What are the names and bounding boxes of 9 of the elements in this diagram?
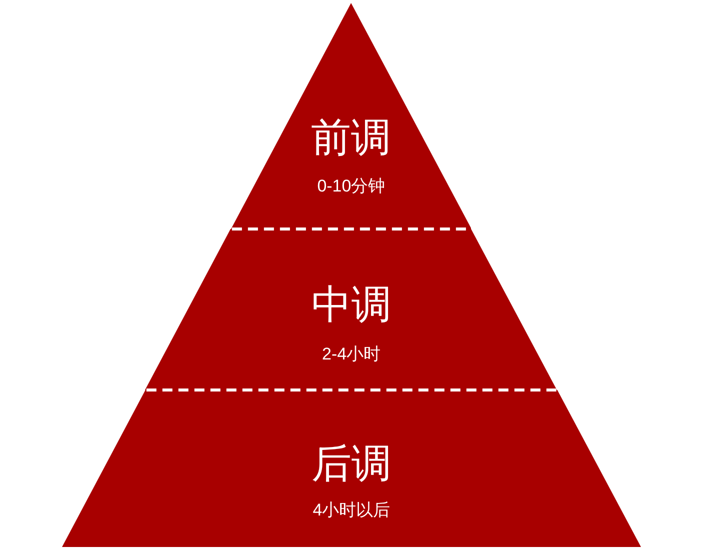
pyramid-tier bbox=[62, 390, 641, 547]
tier-title: 前调 bbox=[311, 118, 392, 158]
duration-text: 2-4小时 bbox=[322, 346, 381, 362]
duration-text: 0-10分钟 bbox=[317, 178, 386, 194]
tier-title: 中调 bbox=[311, 285, 392, 325]
pyramid-tier bbox=[145, 229, 558, 390]
tier-title: 后调 bbox=[312, 444, 392, 484]
pyramid-tier bbox=[230, 3, 472, 229]
duration-text: 4小时以后 bbox=[312, 502, 390, 518]
